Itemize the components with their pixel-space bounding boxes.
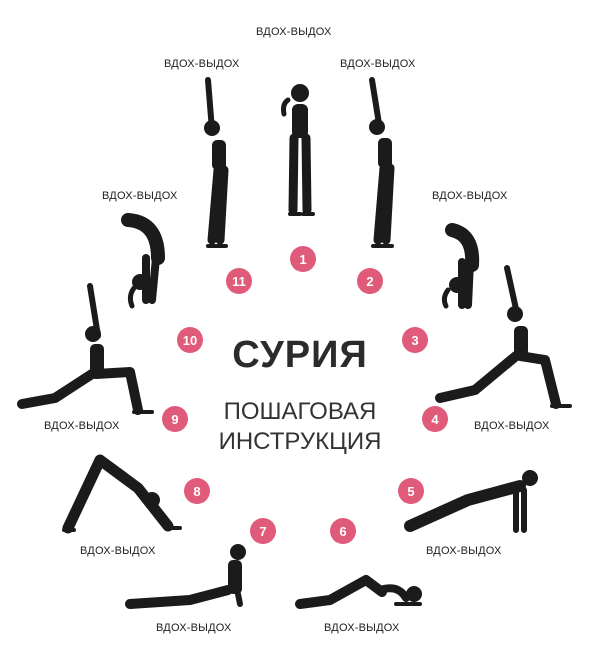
pose-3-figure — [441, 223, 480, 309]
breath-label-mid-right: ВДОХ-ВЫДОХ — [474, 420, 550, 432]
breath-label-bottom-right: ВДОХ-ВЫДОХ — [324, 622, 400, 634]
step-badge-7: 7 — [250, 518, 276, 544]
breath-label-bottom-left: ВДОХ-ВЫДОХ — [156, 622, 232, 634]
breath-label-lower-left: ВДОХ-ВЫДОХ — [80, 545, 156, 557]
step-badge-8: 8 — [184, 478, 210, 504]
breath-label-top-left: ВДОХ-ВЫДОХ — [164, 58, 240, 70]
breath-label-upper-right: ВДОХ-ВЫДОХ — [432, 190, 508, 202]
pose-1-figure — [281, 84, 315, 216]
breath-label-top: ВДОХ-ВЫДОХ — [256, 26, 332, 38]
subtitle-line-2: ИНСТРУКЦИЯ — [218, 428, 382, 455]
step-badge-2: 2 — [357, 268, 383, 294]
breath-label-lower-right: ВДОХ-ВЫДОХ — [426, 545, 502, 557]
step-badge-9: 9 — [162, 406, 188, 432]
pose-4-figure — [435, 265, 572, 409]
breath-label-top-right: ВДОХ-ВЫДОХ — [340, 58, 416, 70]
page-title: СУРИЯ — [232, 334, 368, 376]
breath-label-mid-left: ВДОХ-ВЫДОХ — [44, 420, 120, 432]
step-badge-1: 1 — [290, 246, 316, 272]
pose-8-figure — [62, 454, 182, 534]
step-badge-6: 6 — [330, 518, 356, 544]
step-badge-5: 5 — [398, 478, 424, 504]
pose-5-figure — [404, 470, 538, 533]
breath-label-upper-left: ВДОХ-ВЫДОХ — [102, 190, 178, 202]
step-badge-3: 3 — [402, 327, 428, 353]
pose-6-figure — [295, 575, 422, 609]
step-badge-11: 11 — [226, 268, 252, 294]
step-badge-10: 10 — [177, 327, 203, 353]
pose-12-figure — [204, 77, 229, 248]
pose-9-figure — [17, 283, 154, 415]
pose-7-figure — [125, 544, 246, 609]
pose-11-figure — [121, 213, 165, 309]
pose-2-figure — [369, 77, 395, 248]
step-badge-4: 4 — [422, 406, 448, 432]
subtitle-line-1: ПОШАГОВАЯ — [223, 398, 377, 425]
